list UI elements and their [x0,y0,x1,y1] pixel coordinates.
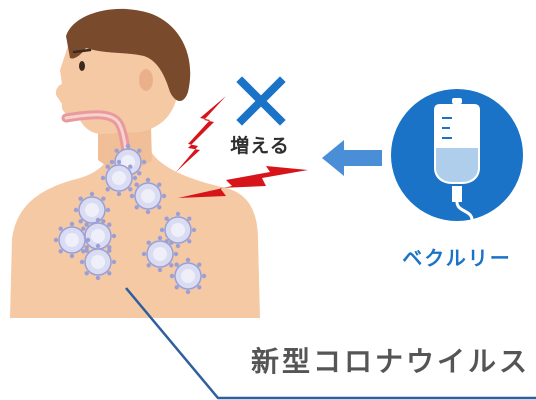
person-eye [79,61,85,71]
increase-label: 増える [230,135,290,157]
person-figure [10,8,260,318]
virus-icon [53,221,91,259]
cross-icon [236,76,286,126]
virus-icon [141,235,179,273]
virus-icon [73,191,111,229]
virus-label: 新型コロナウイルス [250,345,530,378]
lightning-bolt-icon [178,166,308,198]
iv-drip-bag-icon [391,89,523,221]
virus-icon [169,257,207,295]
drug-label: ベクルリー [402,246,512,270]
lightning-bolt-icon [176,96,226,172]
person-hair [66,8,191,101]
arrow-left-icon [322,140,382,176]
person-ear [139,69,153,91]
virus-icon [79,243,117,281]
person-brow [72,48,92,54]
virus-icon [129,177,167,215]
callout-line [125,287,536,400]
virus-icon [100,159,138,197]
